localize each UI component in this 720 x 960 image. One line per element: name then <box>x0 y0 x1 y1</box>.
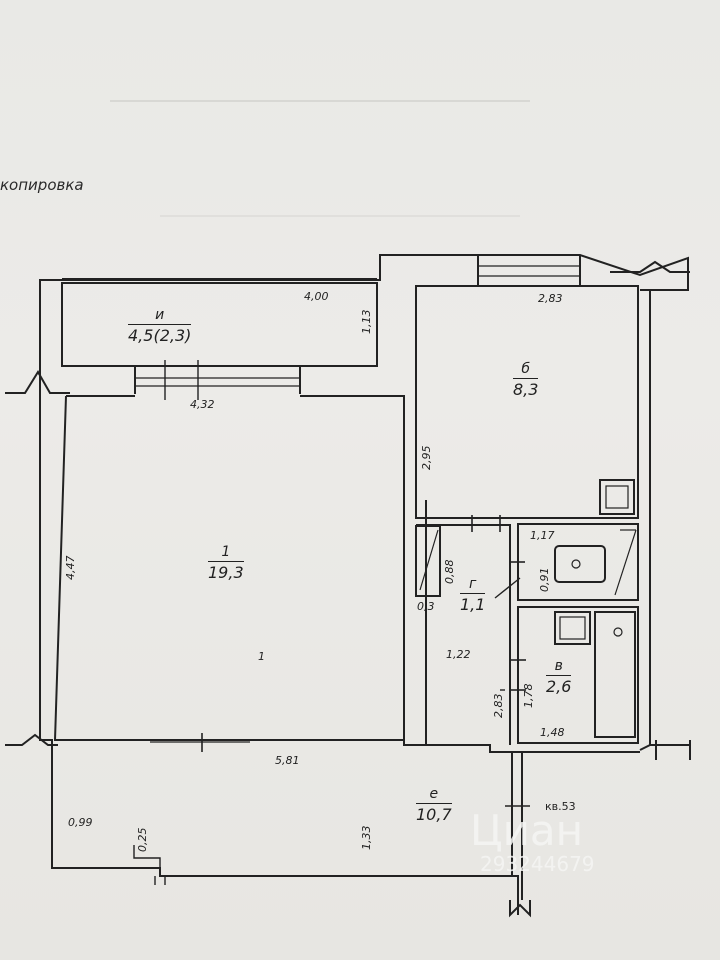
hall-outline <box>426 744 513 876</box>
break-bottom <box>509 900 531 918</box>
dim-closet-width: 0,3 <box>417 600 435 613</box>
dim-bath-width: 1,48 <box>540 726 565 739</box>
marker-text: 1 <box>258 650 265 663</box>
room-corridor-area: 1,1 <box>460 595 486 614</box>
wc-outline <box>517 523 639 601</box>
apartment-number: кв.53 <box>545 800 576 813</box>
dim-corridor-length: 2,83 <box>492 693 505 719</box>
room-hall-area: 10,7 <box>416 805 452 824</box>
watermark-brand: Циан <box>470 806 584 855</box>
sink <box>554 611 591 645</box>
room-bathroom-area: 2,6 <box>546 677 572 696</box>
bathtub <box>594 611 636 738</box>
dim-living-bottom: 5,81 <box>275 754 300 767</box>
room-living-label: 1 19,3 <box>208 544 244 582</box>
dim-bedroom-width: 2,83 <box>538 292 563 305</box>
room-bathroom-label: в 2,6 <box>546 658 572 696</box>
break-left-low <box>5 733 58 746</box>
room-living-area: 19,3 <box>208 563 244 582</box>
room-loggia-area: 4,5(2,3) <box>128 326 192 345</box>
bedroom-outline <box>415 285 639 519</box>
room-corridor-name: г <box>460 576 486 594</box>
break-top-right <box>610 260 690 273</box>
outer-wall-right <box>639 289 651 751</box>
bedroom-fixture <box>599 479 635 515</box>
caption-text: копировка <box>0 176 84 194</box>
loggia-outline <box>61 282 378 367</box>
dim-wc-depth: 0,91 <box>538 567 551 593</box>
room-bedroom-label: б 8,3 <box>513 361 539 399</box>
dim-hall-depth: 1,33 <box>360 825 373 851</box>
faint-text-line <box>110 100 530 102</box>
living-room-outline <box>300 395 427 746</box>
room-bedroom-area: 8,3 <box>513 380 539 399</box>
dim-hall-step: 0,25 <box>136 827 149 853</box>
corridor-outline <box>416 524 511 600</box>
dim-loggia-width: 4,00 <box>304 290 329 303</box>
dim-hall-left: 0,99 <box>68 816 93 829</box>
dim-corridor-width: 1,22 <box>446 648 471 661</box>
dim-living-side: 4,47 <box>64 555 77 581</box>
dim-living-top: 4,32 <box>190 398 215 411</box>
room-hall-name: е <box>416 786 452 804</box>
room-bathroom-name: в <box>546 658 572 676</box>
closet-outline <box>415 525 441 597</box>
dim-wc-width: 1,17 <box>530 529 555 542</box>
dim-closet-depth: 0,88 <box>443 559 456 585</box>
dim-bedroom-depth: 2,95 <box>420 445 433 471</box>
break-left <box>5 370 70 394</box>
room-loggia-name: и <box>128 307 192 325</box>
faint-text-line <box>160 215 520 217</box>
dim-loggia-depth: 1,13 <box>360 309 373 335</box>
bathroom-outline <box>517 606 639 744</box>
room-corridor-label: г 1,1 <box>460 576 486 614</box>
room-bedroom-name: б <box>513 361 539 379</box>
room-loggia-label: и 4,5(2,3) <box>128 307 192 345</box>
dim-bath-depth: 1,78 <box>522 683 535 709</box>
room-living-name: 1 <box>208 544 244 562</box>
watermark-id: 293244679 <box>480 852 595 876</box>
room-hall-label: е 10,7 <box>416 786 452 824</box>
